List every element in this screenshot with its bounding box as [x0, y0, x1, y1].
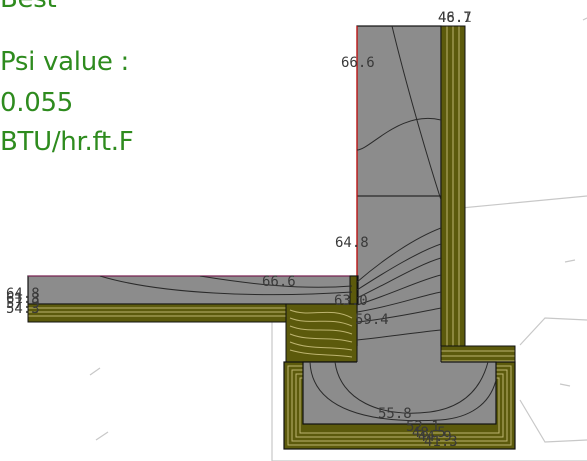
label-footing-b: 52.1 [406, 419, 440, 435]
label-top-right-b: 48.1 [438, 10, 472, 26]
psi-unit: BTU/hr.ft.F [0, 127, 134, 157]
footing-contours [309, 362, 496, 422]
psi-label: Psi value : [0, 47, 129, 77]
wall-contours [357, 26, 441, 341]
thermal-break-block [285, 303, 358, 363]
label-junction: 63.0 [334, 293, 368, 309]
slab-contours [99, 276, 353, 296]
contour-labels: 66.6 46.7 48.1 64.8 66.6 63.0 59.4 55.8 … [6, 10, 472, 450]
label-top-left: 66.6 [341, 55, 375, 71]
label-slab-edge-a: 64.8 [6, 286, 40, 302]
label-slab: 66.6 [262, 274, 296, 290]
slab-concrete [27, 275, 359, 305]
right-footing-block [440, 345, 516, 367]
soil-outline [271, 320, 587, 461]
label-below-junction: 59.4 [355, 312, 389, 328]
label-top-right-a: 46.7 [438, 10, 472, 26]
footing-concrete [302, 361, 497, 425]
label-footing-e: 41.3 [424, 434, 458, 450]
label-footing-d: 44.9 [418, 429, 452, 445]
result-heading: Best [0, 0, 57, 12]
label-footing-c: 48.5 [412, 425, 446, 441]
slab-insulation [27, 303, 287, 323]
wall-insulation [440, 25, 466, 347]
label-wall-mid: 64.8 [335, 235, 369, 251]
label-slab-edge-c: 57.9 [6, 296, 40, 312]
label-slab-edge-b: 61.3 [6, 291, 40, 307]
psi-value: 0.055 [0, 88, 73, 118]
label-footing: 55.8 [378, 406, 412, 422]
label-slab-edge-d: 54.3 [6, 301, 40, 317]
